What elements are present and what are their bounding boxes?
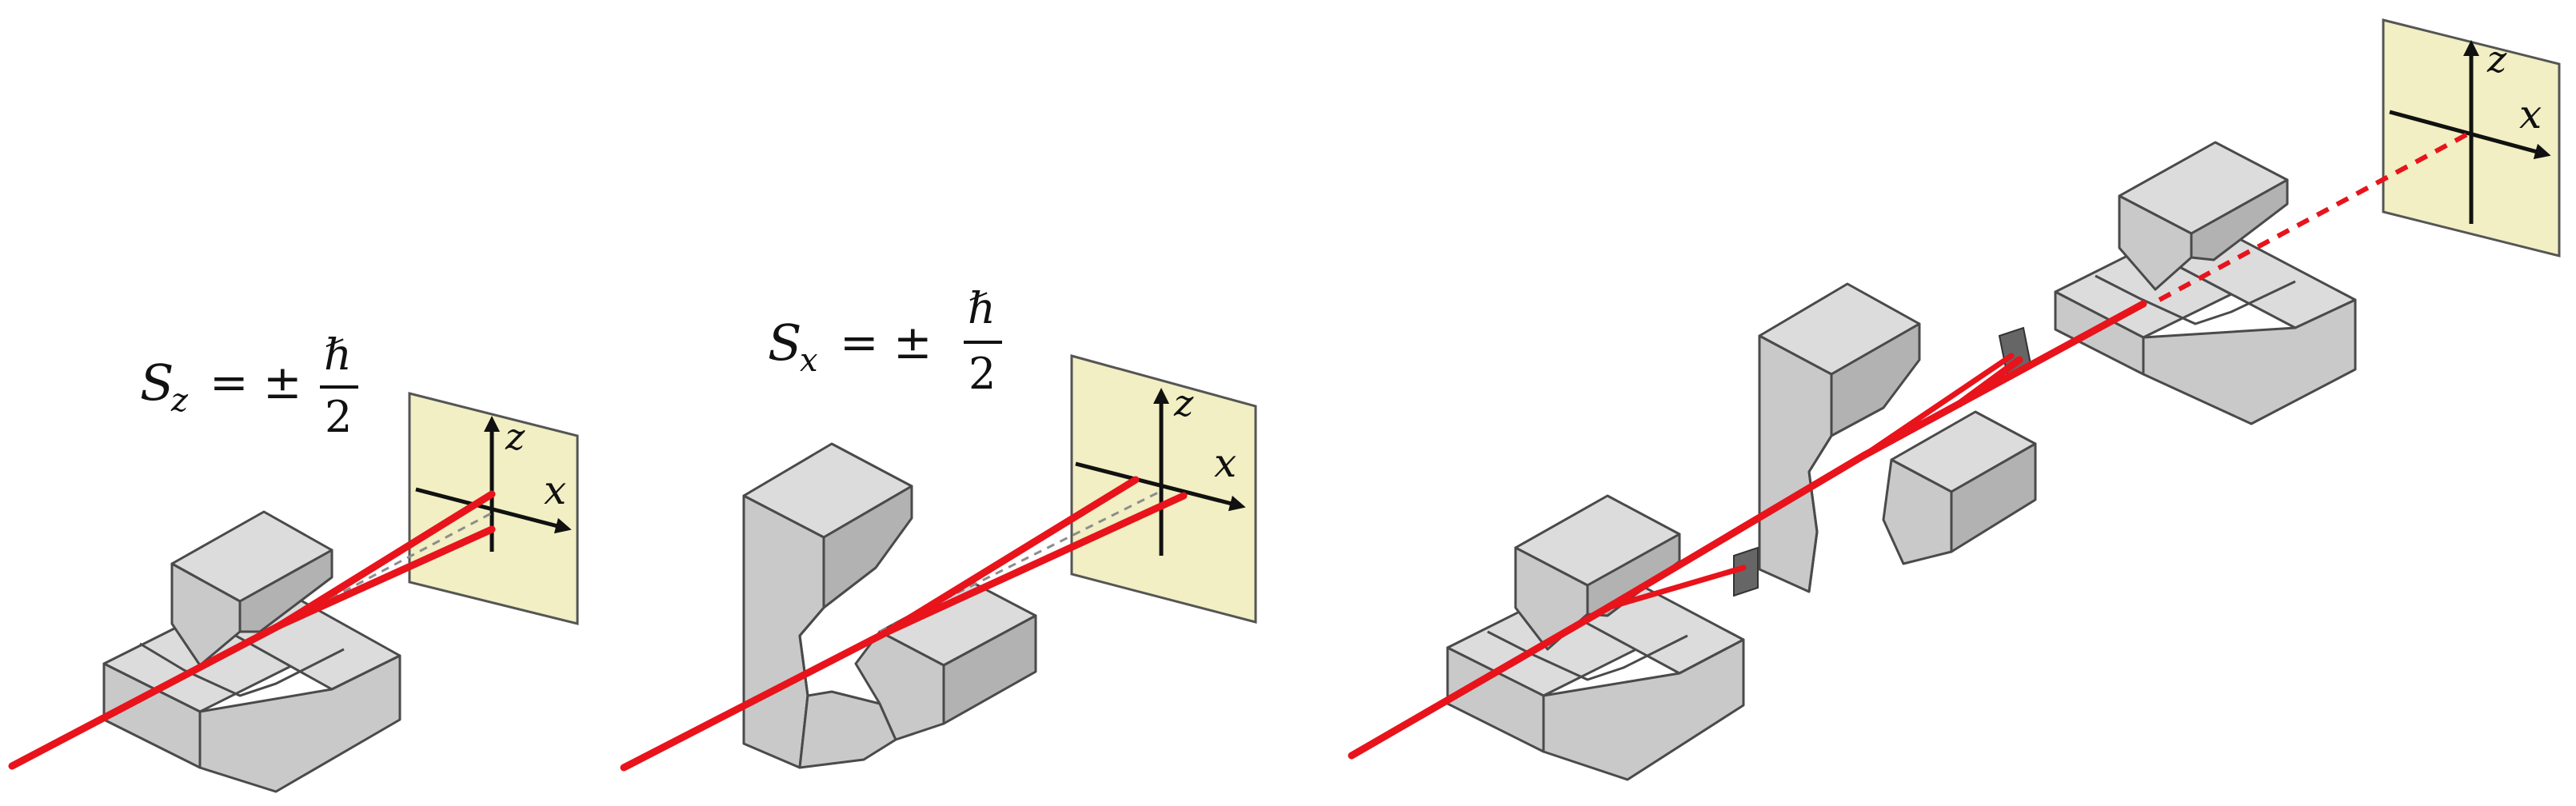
panel-sz: z x S z = ± ℏ 2 bbox=[8, 329, 579, 793]
sz-incoming-beam bbox=[8, 621, 284, 770]
sx-symbol: S bbox=[768, 313, 801, 372]
panel-sequential: z x bbox=[1348, 18, 2561, 781]
sz-upper-magnet bbox=[170, 510, 333, 667]
sx-hbar: ℏ bbox=[968, 283, 996, 333]
sz-beam-up bbox=[276, 490, 496, 629]
seq-axis-x-label: x bbox=[2519, 91, 2542, 138]
sz-hbar: ℏ bbox=[324, 329, 352, 380]
sz-screen: z x bbox=[408, 392, 579, 625]
seq-blocked-beam bbox=[1604, 565, 1747, 611]
sx-axis-x-label: x bbox=[1214, 440, 1236, 486]
seq-second-split-blocked bbox=[1860, 353, 2015, 459]
sx-subscript: x bbox=[800, 342, 818, 379]
sx-beam-right bbox=[884, 492, 1188, 636]
seq-third-upper-magnet bbox=[2118, 141, 2289, 291]
sx-beam-left bbox=[884, 476, 1140, 636]
seq-beam-to-second bbox=[1604, 452, 1867, 612]
sz-subscript: z bbox=[170, 382, 189, 419]
sz-beam-down bbox=[276, 525, 496, 629]
sx-screen: z x bbox=[1070, 354, 1257, 624]
sz-equals-pm: = ± bbox=[210, 355, 302, 409]
seq-first-upper-magnet bbox=[1514, 494, 1681, 651]
seq-screen: z x bbox=[2382, 18, 2561, 257]
sx-axis-z-label: z bbox=[1173, 381, 1194, 425]
sz-axis-x-label: x bbox=[544, 467, 566, 513]
sx-two: 2 bbox=[968, 349, 996, 399]
seq-dashed-beam bbox=[2158, 132, 2469, 302]
seq-second-right-magnet bbox=[1882, 410, 2037, 565]
seq-beam-to-third bbox=[1955, 356, 2023, 408]
seq-second-left-magnet bbox=[1758, 282, 1921, 593]
seq-beam-through-second bbox=[1859, 300, 2147, 460]
seq-axis-z-label: z bbox=[2486, 38, 2507, 81]
sx-incoming-beam bbox=[620, 628, 892, 772]
sx-equals-pm: = ± bbox=[840, 315, 933, 369]
panel-sx: z x S x = ± ℏ 2 bbox=[620, 283, 1257, 772]
sz-axis-z-label: z bbox=[505, 415, 525, 458]
seq-blocker-1 bbox=[1733, 546, 1759, 597]
seq-incoming-beam bbox=[1348, 604, 1611, 760]
sx-left-magnet bbox=[742, 442, 913, 769]
sz-symbol: S bbox=[140, 353, 174, 412]
sz-two: 2 bbox=[325, 392, 352, 442]
